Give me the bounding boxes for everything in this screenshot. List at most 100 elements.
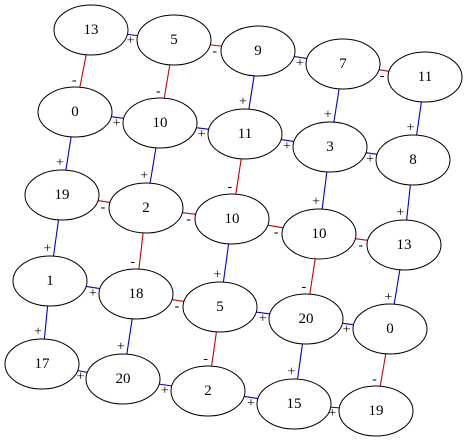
edge-r2c4-r3c4 <box>393 269 401 305</box>
edge-r4c1-r4c2 <box>159 383 172 387</box>
graph-node-r2c2: 10 <box>194 193 270 245</box>
edge-r1c1-r1c2 <box>196 127 209 130</box>
edge-sign-label: - <box>186 212 191 227</box>
edge-r1c0-r1c1 <box>111 116 124 119</box>
edge-layer <box>43 33 422 409</box>
node-ellipse <box>194 193 270 245</box>
edge-sign-layer: +-+-++++----+-++++++--+++++-+++-+-+++-+- <box>34 33 415 420</box>
edge-sign-label: + <box>76 370 84 385</box>
node-label: 2 <box>142 200 150 216</box>
node-ellipse <box>375 134 451 186</box>
node-label: 1 <box>46 273 54 289</box>
edge-sign-label: + <box>161 383 169 398</box>
edge-r3c1-r3c2 <box>171 299 185 302</box>
node-ellipse <box>182 281 258 333</box>
node-label: 7 <box>339 56 347 72</box>
graph-node-r3c2: 5 <box>182 281 258 333</box>
edge-r0c2-r0c3 <box>294 55 307 60</box>
edge-r2c0-r3c0 <box>52 219 60 257</box>
graph-node-r3c0: 1 <box>12 255 88 307</box>
node-ellipse <box>98 268 174 320</box>
node-label: 11 <box>418 69 432 85</box>
edge-r3c0-r3c1 <box>86 285 100 290</box>
node-label: 17 <box>35 356 51 372</box>
node-label: 11 <box>238 126 252 142</box>
edge-r1c2-r2c2 <box>235 158 242 195</box>
graph-node-r0c3: 7 <box>305 38 381 90</box>
edge-r1c3-r2c3 <box>321 171 328 210</box>
edge-r3c3-r3c4 <box>342 322 354 326</box>
node-ellipse <box>37 86 113 138</box>
edge-sign-label: + <box>113 116 121 131</box>
node-label: 0 <box>386 321 394 337</box>
graph-node-r1c1: 10 <box>122 97 198 149</box>
node-label: 19 <box>369 403 384 419</box>
graph-node-r1c3: 3 <box>292 121 368 173</box>
edge-r1c1-r2c1 <box>149 147 157 184</box>
edge-sign-label: + <box>43 242 51 257</box>
node-label: 9 <box>254 43 262 59</box>
edge-sign-label: - <box>156 84 161 99</box>
node-label: 10 <box>153 115 168 131</box>
graph-node-r2c1: 2 <box>108 182 184 234</box>
edge-r0c4-r1c4 <box>416 101 422 136</box>
graph-node-r3c3: 20 <box>268 293 344 345</box>
edge-r3c2-r4c2 <box>211 331 217 367</box>
edge-r2c2-r2c3 <box>267 224 284 229</box>
graph-node-r2c4: 13 <box>366 219 442 271</box>
edge-r0c1-r0c2 <box>210 44 222 47</box>
edge-sign-label: + <box>283 139 291 154</box>
node-label: 8 <box>409 152 417 168</box>
edge-r4c2-r4c3 <box>244 395 258 400</box>
edge-sign-label: - <box>72 73 77 88</box>
edge-sign-label: + <box>407 121 415 136</box>
graph-node-r4c0: 17 <box>4 338 80 390</box>
node-ellipse <box>305 38 381 90</box>
edge-sign-label: - <box>130 255 135 270</box>
graph-node-r4c2: 2 <box>170 365 246 417</box>
node-ellipse <box>53 4 129 56</box>
edge-r0c3-r1c3 <box>333 88 340 123</box>
edge-sign-label: + <box>312 195 320 210</box>
node-ellipse <box>122 97 198 149</box>
edge-r3c3-r4c3 <box>296 343 304 380</box>
edge-r1c2-r1c3 <box>281 138 294 143</box>
edge-sign-label: - <box>228 180 233 195</box>
node-ellipse <box>220 25 296 77</box>
edge-sign-label: + <box>34 325 42 340</box>
node-ellipse <box>24 169 100 221</box>
edge-r0c1-r1c1 <box>163 64 171 99</box>
edge-r4c3-r4c4 <box>330 406 340 409</box>
node-ellipse <box>292 121 368 173</box>
edge-r1c4-r2c4 <box>406 184 411 221</box>
edge-r0c2-r1c2 <box>248 75 255 110</box>
edge-r0c3-r0c4 <box>378 69 390 72</box>
node-ellipse <box>256 378 332 430</box>
node-ellipse <box>281 208 357 260</box>
node-label: 10 <box>312 226 327 242</box>
node-label: 3 <box>326 139 334 155</box>
edge-r2c1-r2c2 <box>182 212 196 215</box>
edge-sign-label: - <box>101 200 106 215</box>
edge-sign-label: - <box>302 280 307 295</box>
edge-r1c0-r2c0 <box>65 136 72 171</box>
edge-sign-label: + <box>213 268 221 283</box>
edge-sign-label: + <box>239 95 247 110</box>
edge-sign-label: + <box>366 152 374 167</box>
edge-r2c1-r3c1 <box>138 232 144 270</box>
graph-node-r3c1: 18 <box>98 268 174 320</box>
node-label: 20 <box>299 311 314 327</box>
edge-r3c2-r3c3 <box>256 311 270 315</box>
graph-node-r4c1: 20 <box>85 353 161 405</box>
edge-sign-label: + <box>89 286 97 301</box>
node-ellipse <box>268 293 344 345</box>
node-ellipse <box>4 338 80 390</box>
node-label: 0 <box>71 104 79 120</box>
graph-node-r0c4: 11 <box>387 51 463 103</box>
edge-sign-label: + <box>296 56 304 71</box>
edge-sign-label: + <box>127 33 135 48</box>
graph-node-r1c2: 11 <box>207 108 283 160</box>
edge-r3c0-r4c0 <box>43 305 49 340</box>
edge-r3c1-r4c1 <box>126 318 133 355</box>
